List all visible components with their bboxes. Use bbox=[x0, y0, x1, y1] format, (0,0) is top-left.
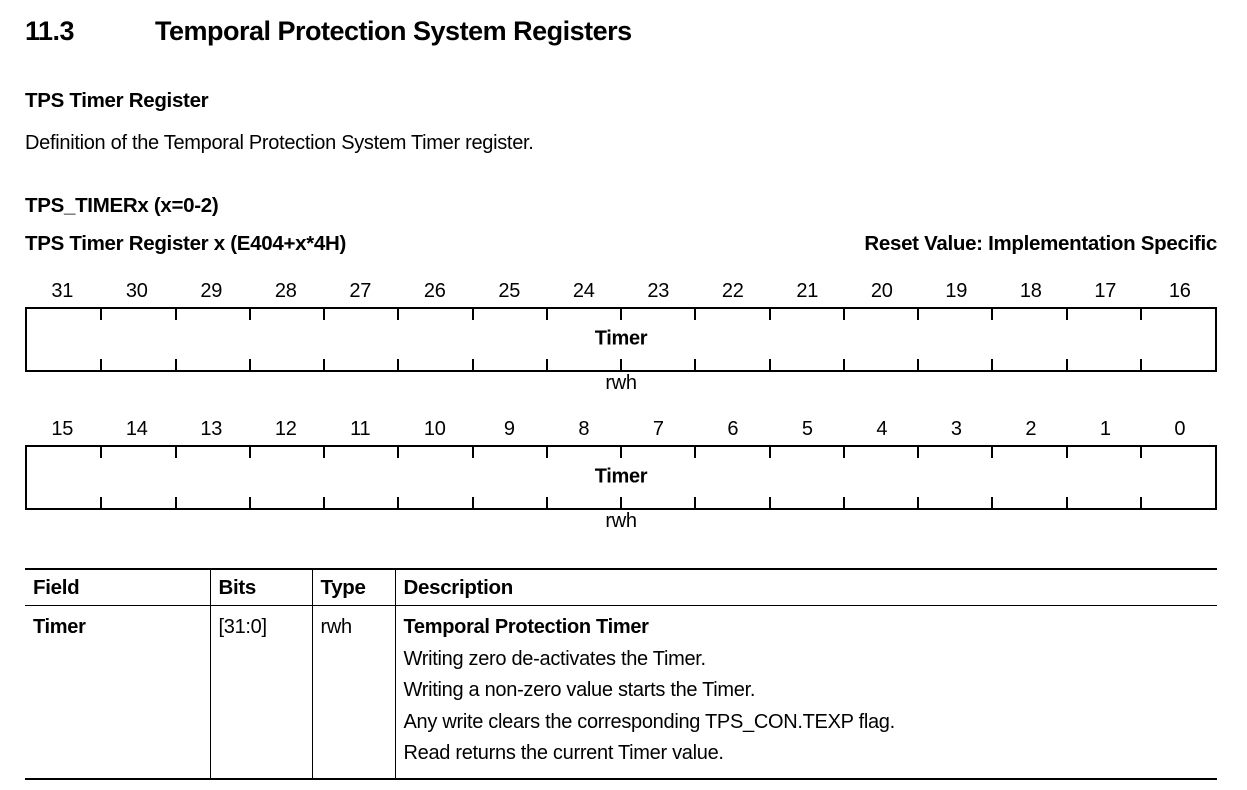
register-box-high: Timer bbox=[25, 307, 1217, 372]
bit-cells-low bbox=[27, 447, 1215, 508]
bit-number: 12 bbox=[274, 418, 297, 440]
bit-number-row-high: 31 30 29 28 27 26 25 24 23 22 21 20 19 18 17 16 bbox=[25, 280, 1217, 302]
bit-number: 11 bbox=[350, 418, 371, 440]
bit-number: 17 bbox=[1094, 280, 1117, 302]
bit-cell bbox=[324, 309, 400, 370]
bit-number: 5 bbox=[801, 418, 813, 440]
bit-number: 24 bbox=[572, 280, 595, 302]
section-title: Temporal Protection System Registers bbox=[155, 16, 632, 46]
bit-number: 18 bbox=[1019, 280, 1042, 302]
bit-number: 4 bbox=[876, 418, 888, 440]
bit-number: 7 bbox=[652, 418, 664, 440]
document-page: 11.3 Temporal Protection System Register… bbox=[0, 15, 1247, 790]
bit-number: 30 bbox=[125, 280, 148, 302]
bit-cell bbox=[176, 309, 252, 370]
bit-number: 3 bbox=[950, 418, 962, 440]
register-short-name: TPS_TIMERx (x=0-2) bbox=[25, 194, 219, 217]
table-row-timer: Timer [31:0] rwh Temporal Protection Tim… bbox=[25, 605, 1217, 779]
bit-cell bbox=[101, 447, 177, 508]
bit-cell bbox=[1141, 309, 1215, 370]
bit-cell bbox=[547, 309, 623, 370]
bit-cell bbox=[250, 309, 326, 370]
bit-cell bbox=[918, 447, 994, 508]
bit-cell bbox=[770, 309, 846, 370]
bit-number: 19 bbox=[945, 280, 968, 302]
column-header-type: Type bbox=[312, 569, 396, 606]
bit-number: 2 bbox=[1025, 418, 1037, 440]
access-type-low: rwh bbox=[605, 510, 637, 532]
bit-number: 25 bbox=[498, 280, 521, 302]
bit-cell bbox=[621, 309, 697, 370]
bit-number: 1 bbox=[1099, 418, 1111, 440]
description-line: Any write clears the corresponding TPS_C… bbox=[403, 710, 896, 733]
register-title-row: TPS Timer Register x (E404+x*4H) Reset V… bbox=[25, 231, 1217, 256]
bit-cell bbox=[101, 309, 177, 370]
field-description-table: Field Bits Type Description Timer [31:0]… bbox=[25, 568, 1217, 780]
description-line: Writing a non-zero value starts the Time… bbox=[403, 679, 756, 701]
table-header-row: Field Bits Type Description bbox=[25, 569, 1217, 606]
description-line: Read returns the current Timer value. bbox=[403, 742, 724, 764]
bit-cell bbox=[1067, 447, 1143, 508]
register-intro-text: Definition of the Temporal Protection Sy… bbox=[25, 132, 534, 154]
bit-number: 20 bbox=[870, 280, 893, 302]
bit-cell bbox=[398, 309, 474, 370]
description-title: Temporal Protection Timer bbox=[403, 616, 649, 638]
bit-number: 26 bbox=[423, 280, 446, 302]
cell-access-type: rwh bbox=[312, 605, 396, 779]
register-reset-value: Reset Value: Implementation Specific bbox=[864, 232, 1217, 255]
section-heading: 11.3 Temporal Protection System Register… bbox=[25, 15, 1217, 47]
bit-cell bbox=[27, 309, 103, 370]
bit-number: 28 bbox=[274, 280, 297, 302]
register-long-name: TPS Timer Register x (E404+x*4H) bbox=[25, 232, 347, 255]
bit-cell bbox=[473, 309, 549, 370]
bit-cell bbox=[324, 447, 400, 508]
bit-cell bbox=[1141, 447, 1215, 508]
bit-number: 0 bbox=[1174, 418, 1186, 440]
bit-number: 29 bbox=[200, 280, 223, 302]
description-lines: Writing zero de-activates the Timer. Writ… bbox=[404, 644, 1210, 770]
access-type-high: rwh bbox=[605, 372, 637, 394]
bit-number: 23 bbox=[647, 280, 670, 302]
bit-cell bbox=[547, 447, 623, 508]
column-header-field: Field bbox=[25, 569, 211, 606]
description-line: Writing zero de-activates the Timer. bbox=[403, 647, 707, 670]
bit-number: 31 bbox=[51, 280, 74, 302]
column-header-bits: Bits bbox=[210, 569, 313, 606]
register-subheading: TPS Timer Register bbox=[25, 89, 209, 112]
bit-cell bbox=[918, 309, 994, 370]
bit-number: 13 bbox=[200, 418, 223, 440]
bit-cell bbox=[176, 447, 252, 508]
bit-cell bbox=[695, 309, 771, 370]
cell-description: Temporal Protection Timer Writing zero d… bbox=[395, 606, 1217, 779]
cell-bits-range: [31:0] bbox=[210, 605, 313, 779]
bit-number: 8 bbox=[578, 418, 590, 440]
bit-number: 14 bbox=[125, 418, 148, 440]
bit-cell bbox=[992, 309, 1068, 370]
bit-number: 27 bbox=[349, 280, 372, 302]
bit-cell bbox=[250, 447, 326, 508]
section-number: 11.3 bbox=[25, 16, 75, 46]
bit-cell bbox=[473, 447, 549, 508]
bit-cell bbox=[398, 447, 474, 508]
bit-number: 15 bbox=[51, 418, 74, 440]
bit-number: 10 bbox=[423, 418, 446, 440]
bit-cell bbox=[695, 447, 771, 508]
bit-cell bbox=[844, 447, 920, 508]
bit-cell bbox=[27, 447, 103, 508]
bit-cell bbox=[621, 447, 697, 508]
bit-cell bbox=[844, 309, 920, 370]
bit-number: 6 bbox=[727, 418, 739, 440]
bit-cell bbox=[1067, 309, 1143, 370]
bit-number: 9 bbox=[503, 418, 515, 440]
bit-cells-high bbox=[27, 309, 1215, 370]
bit-cell bbox=[992, 447, 1068, 508]
cell-field-name: Timer bbox=[25, 605, 211, 779]
bit-number: 22 bbox=[721, 280, 744, 302]
bit-cell bbox=[770, 447, 846, 508]
bit-number: 21 bbox=[796, 280, 819, 302]
bit-number: 16 bbox=[1168, 280, 1191, 302]
column-header-description: Description bbox=[395, 569, 1217, 606]
register-box-low: Timer bbox=[25, 445, 1217, 510]
